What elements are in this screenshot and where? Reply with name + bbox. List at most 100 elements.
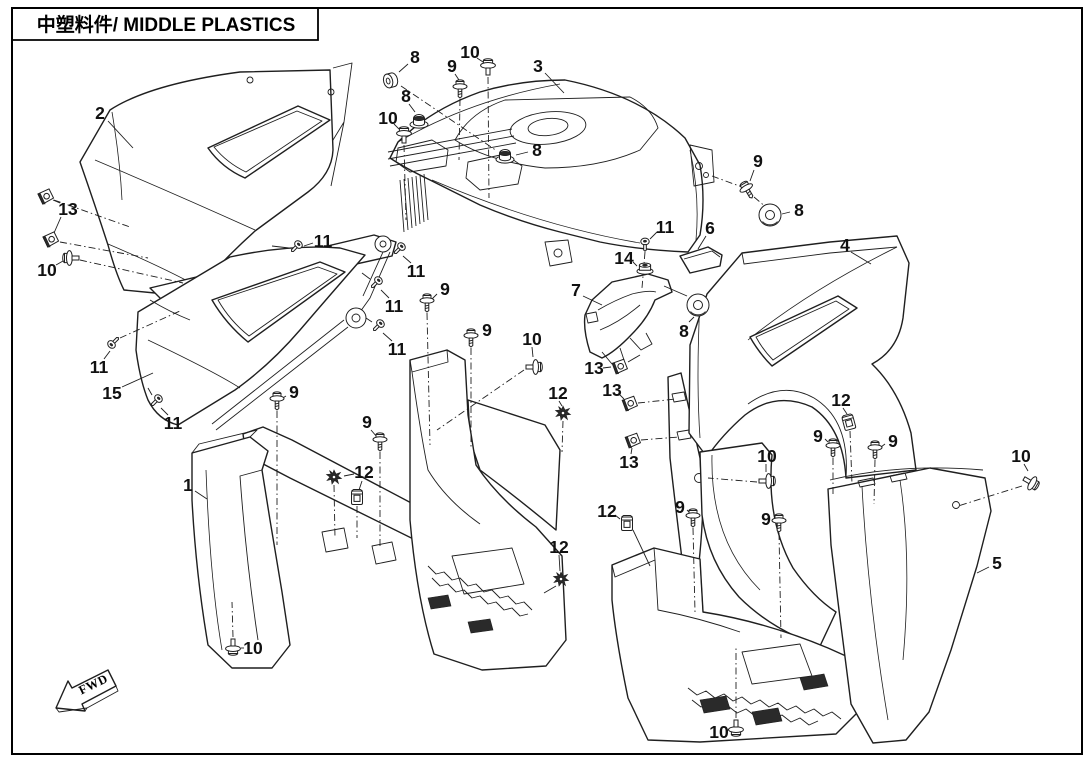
leader-line [53, 216, 62, 234]
leader-line [271, 245, 290, 249]
leader-axis-line [561, 420, 564, 453]
leader-axis-line [436, 369, 525, 431]
fastener-nut13-icon [621, 395, 639, 413]
leader-line [380, 289, 390, 299]
callout-label-11: 11 [388, 339, 407, 359]
leader-line [543, 585, 557, 594]
leader-line [544, 72, 565, 94]
console-grille-hatching [399, 173, 429, 233]
callout-label-6: 6 [705, 218, 715, 238]
leader-line [454, 73, 460, 81]
callout-label-7: 7 [571, 280, 581, 300]
leader-line [697, 235, 707, 250]
fastener-bolt-icon [480, 58, 496, 76]
leader-line [976, 566, 990, 574]
callout-label-12: 12 [548, 383, 568, 403]
leader-line [602, 366, 612, 369]
callout-label-12: 12 [549, 537, 569, 557]
callout-label-12: 12 [831, 390, 851, 410]
page-title: 中塑料件/ MIDDLE PLASTICS [37, 13, 296, 36]
part-1-footwell-left [191, 349, 567, 671]
callout-label-13: 13 [619, 452, 639, 472]
leader-line [781, 211, 791, 215]
leader-line [194, 490, 208, 500]
leader-line [303, 242, 314, 247]
callout-label-11: 11 [385, 296, 404, 316]
leader-axis-line [79, 259, 184, 284]
fastener-bolt-icon [62, 250, 80, 266]
leader-line [121, 372, 154, 388]
leader-axis-line [458, 98, 461, 161]
leader-line [361, 272, 371, 280]
page-border [11, 7, 1083, 755]
leader-line [632, 261, 638, 267]
leader-axis-line [59, 241, 149, 259]
leader-line [630, 447, 633, 455]
leader-line [558, 400, 563, 407]
leader-line [402, 255, 412, 264]
fastener-clip12-icon [621, 515, 633, 531]
callout-label-9: 9 [362, 412, 372, 432]
fastener-clip12-icon [351, 489, 363, 505]
fwd-arrow-icon [55, 669, 117, 712]
callout-label-4: 4 [840, 235, 850, 255]
leader-line [55, 260, 64, 266]
leader-axis-line [711, 175, 743, 188]
callout-label-12: 12 [597, 501, 617, 521]
callout-label-9: 9 [289, 382, 299, 402]
fastener-bolt-icon [525, 359, 543, 375]
part-2-side-panel-front-left [79, 62, 353, 294]
leader-line [398, 63, 409, 73]
leader-line [52, 199, 61, 204]
leader-axis-line [53, 199, 131, 228]
fastener-donut8-icon [758, 203, 782, 227]
leader-line [431, 293, 438, 300]
leader-line [632, 529, 651, 567]
callout-label-9: 9 [888, 431, 898, 451]
callout-label-12: 12 [354, 462, 374, 482]
callout-label-8: 8 [794, 200, 804, 220]
leader-line [749, 169, 755, 182]
leader-line [343, 473, 355, 477]
callout-label-8: 8 [532, 140, 542, 160]
leader-line [558, 554, 561, 572]
callout-label-10: 10 [460, 42, 480, 62]
leader-line [649, 231, 658, 240]
fastener-nut13-icon [41, 230, 60, 249]
leader-line [582, 295, 603, 306]
leader-line [147, 387, 153, 396]
leader-line [618, 393, 625, 400]
leader-line [358, 480, 363, 491]
callout-label-10: 10 [1011, 446, 1031, 466]
leader-line [365, 317, 373, 323]
callout-label-9: 9 [440, 279, 450, 299]
fastener-nut14-icon [636, 262, 654, 275]
leader-axis-line [640, 436, 680, 441]
callout-label-9: 9 [761, 509, 771, 529]
leader-axis-line [637, 398, 677, 404]
callout-label-5: 5 [992, 553, 1002, 573]
callout-label-8: 8 [679, 321, 689, 341]
callout-label-10: 10 [522, 329, 542, 349]
leader-line [688, 316, 695, 323]
callout-label-10: 10 [37, 260, 57, 280]
callout-label-10: 10 [378, 108, 398, 128]
fastener-nut13-icon [624, 432, 642, 450]
fastener-nut13-icon [36, 187, 55, 206]
leader-line [160, 407, 169, 416]
callout-label-3: 3 [533, 56, 543, 76]
leader-line [627, 354, 641, 363]
title-box: 中塑料件/ MIDDLE PLASTICS [12, 8, 319, 41]
callout-label-10: 10 [709, 722, 729, 742]
callout-label-11: 11 [407, 261, 426, 281]
leader-line [1023, 463, 1029, 472]
leader-line [824, 438, 829, 443]
leader-line [382, 332, 393, 342]
fastener-bolt-icon [1019, 471, 1043, 494]
callout-label-8: 8 [401, 86, 411, 106]
fastener-star12-icon [555, 405, 571, 421]
leader-line [663, 285, 688, 297]
callout-label-11: 11 [164, 413, 183, 433]
